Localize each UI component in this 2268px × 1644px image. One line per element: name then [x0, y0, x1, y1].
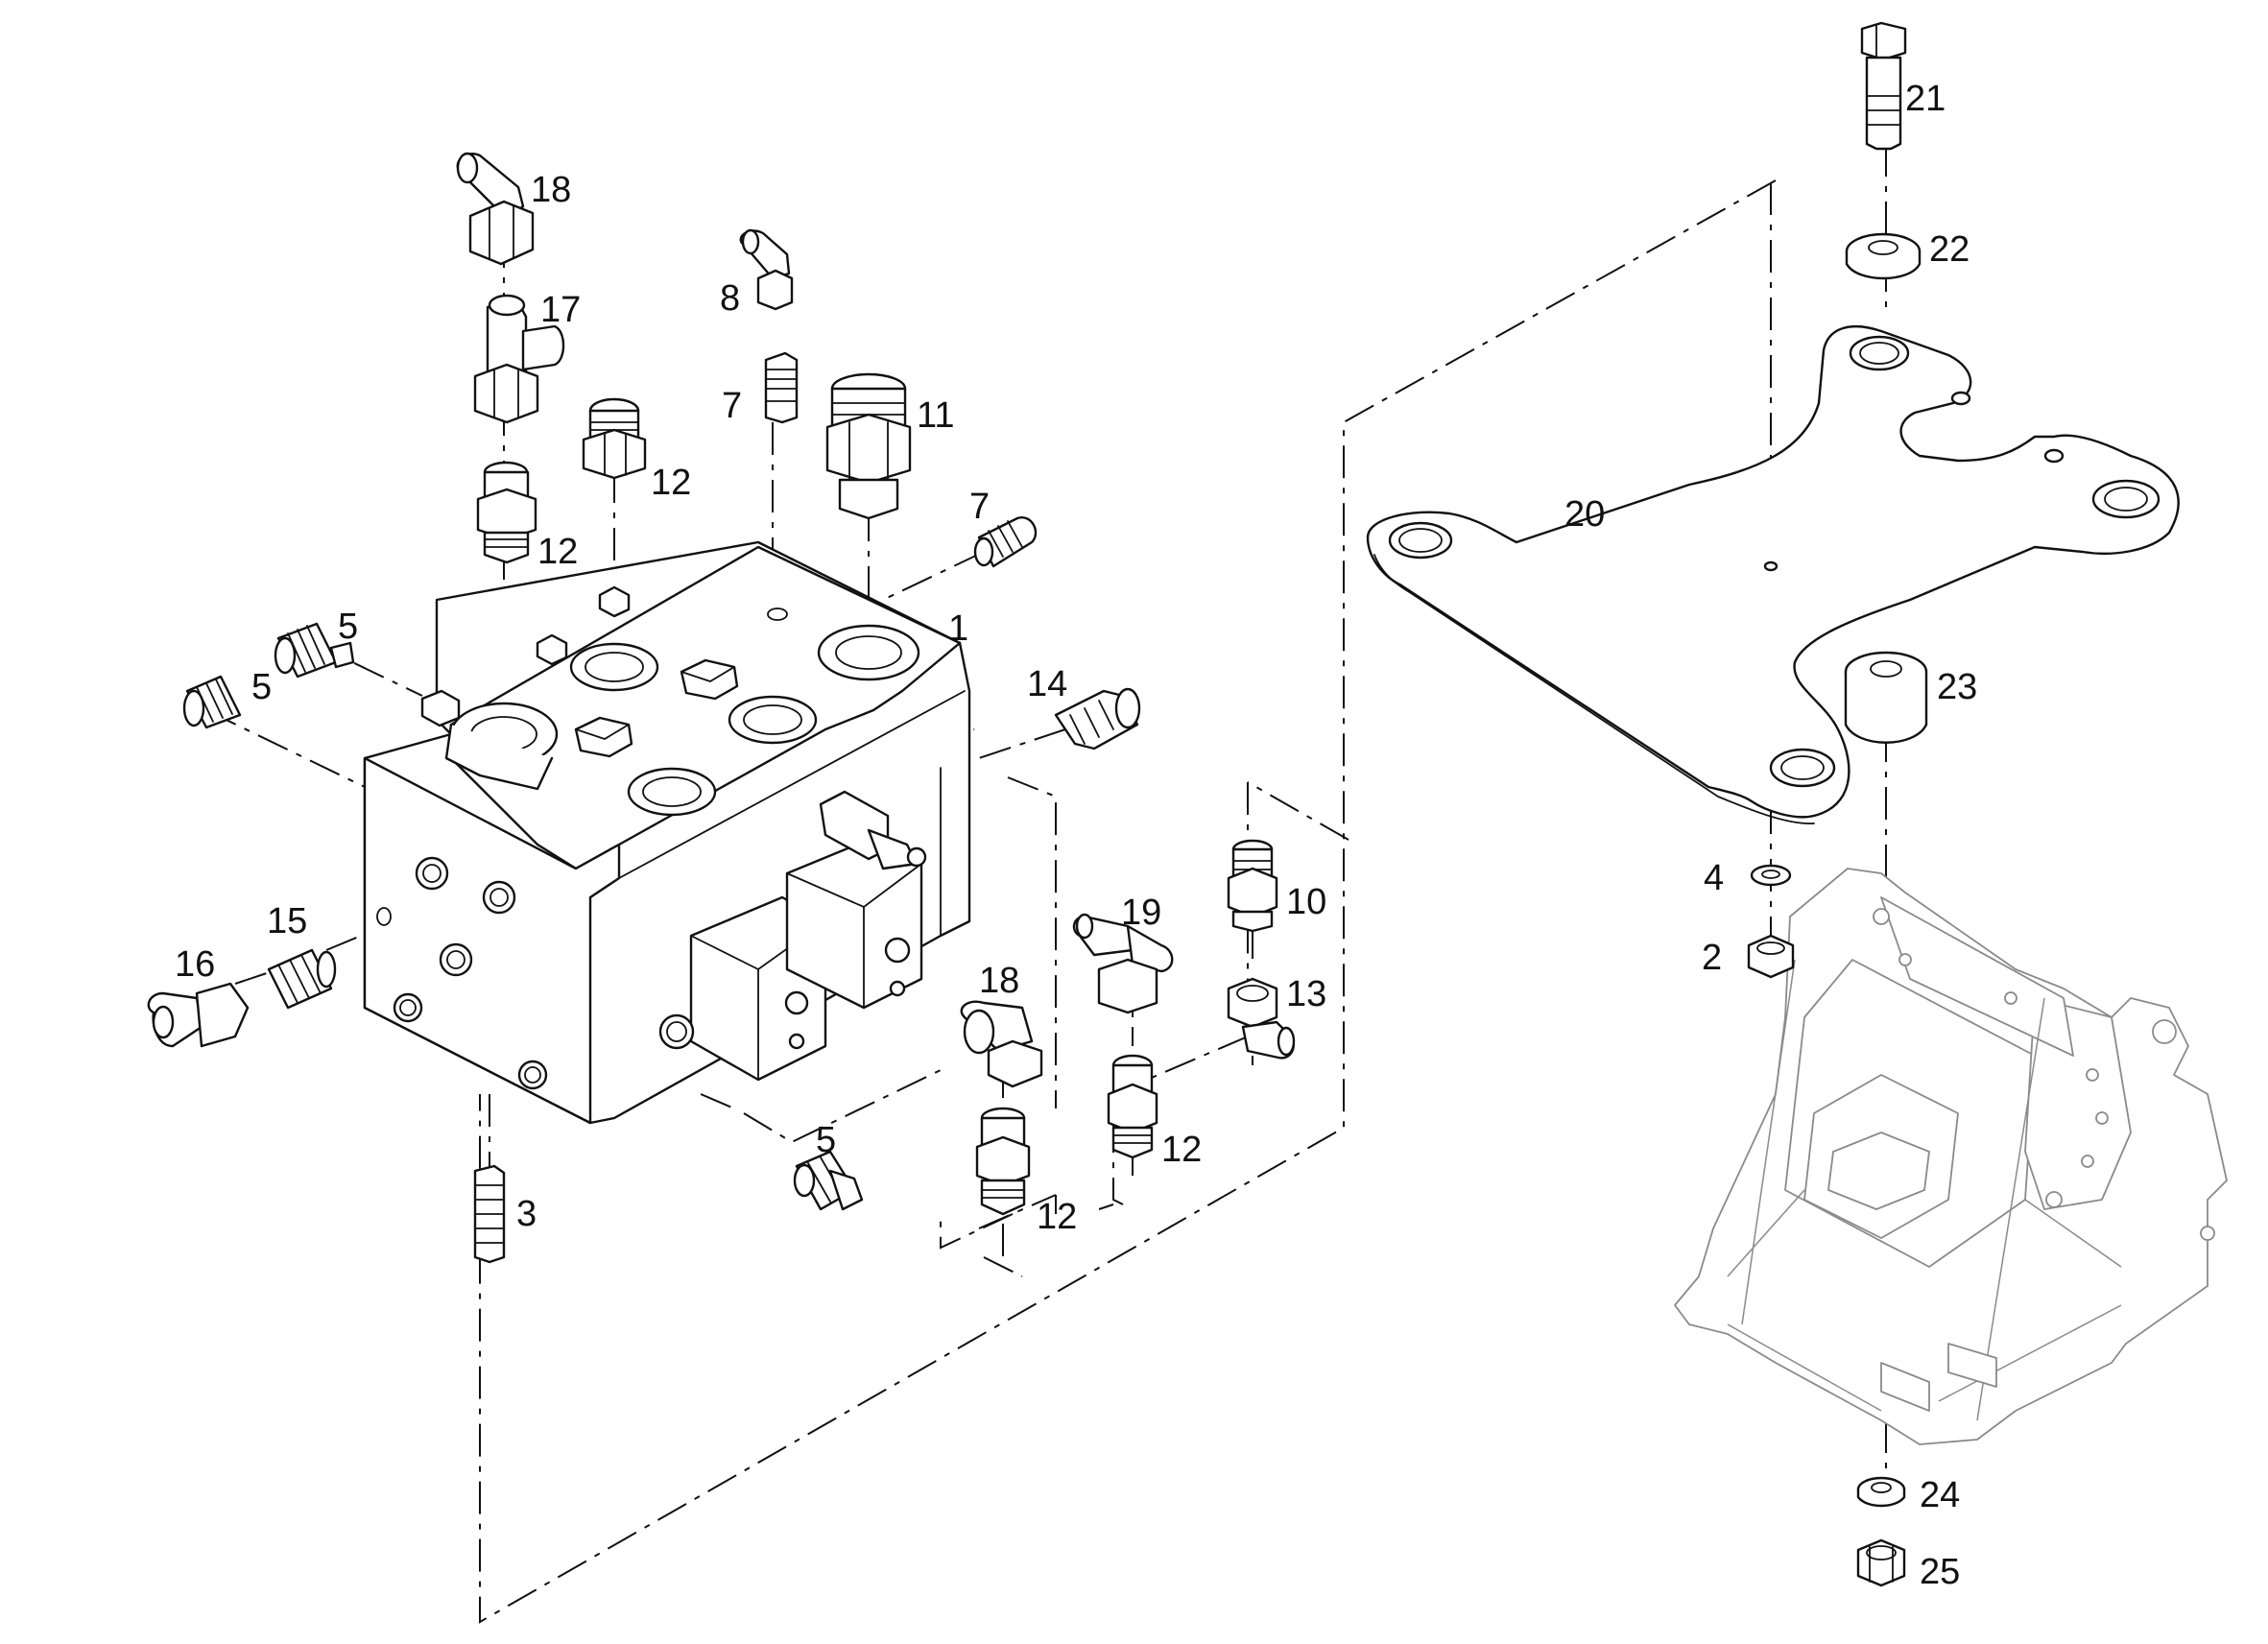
callout-18-top: 18 — [531, 170, 571, 210]
callout-12-lower-right: 12 — [1161, 1130, 1202, 1170]
callout-labels: 1 2 3 4 5 5 5 7 7 8 10 11 12 12 12 12 13… — [175, 79, 1977, 1592]
callout-20: 20 — [1564, 494, 1605, 535]
callout-15: 15 — [267, 901, 307, 941]
callout-17: 17 — [540, 290, 581, 330]
callout-21: 21 — [1905, 79, 1946, 119]
callout-12-upper-left: 12 — [537, 532, 578, 572]
fitting-12-lower-right — [1107, 1054, 1158, 1159]
fitting-18-elbow-top — [456, 152, 535, 266]
callout-16: 16 — [175, 944, 215, 985]
fitting-19-tee — [1072, 913, 1174, 1014]
mounting-plate — [1366, 324, 2180, 824]
fitting-13-elbow-nut — [1227, 977, 1296, 1060]
callout-5-bottom: 5 — [816, 1120, 836, 1160]
fitting-3-stud — [473, 1164, 506, 1264]
callout-10: 10 — [1286, 882, 1326, 922]
callout-5-left-lower: 5 — [251, 667, 272, 707]
callout-18-lower: 18 — [979, 961, 1019, 1001]
fitting-5-bottom — [793, 1150, 864, 1211]
fitting-18-elbow-lower — [960, 1000, 1043, 1088]
callout-5-left-upper: 5 — [338, 607, 358, 647]
bolt-21 — [1860, 21, 1907, 151]
bushing-23 — [1844, 651, 1928, 744]
callout-7-top: 7 — [722, 386, 742, 426]
callout-8: 8 — [720, 278, 740, 319]
callout-14: 14 — [1027, 664, 1067, 704]
callout-12-lower-left: 12 — [1037, 1197, 1077, 1237]
washer-24 — [1856, 1476, 1906, 1508]
fitting-10 — [1227, 839, 1278, 933]
fitting-7-side — [973, 516, 1038, 568]
callout-22: 22 — [1929, 229, 1970, 270]
callout-3: 3 — [516, 1194, 537, 1234]
callout-12-upper-middle: 12 — [651, 463, 691, 503]
fitting-5-left-upper — [274, 622, 355, 679]
fitting-17-tee — [473, 294, 565, 424]
callout-1: 1 — [948, 608, 968, 649]
nut-25 — [1856, 1538, 1906, 1587]
fitting-7-top — [764, 351, 799, 424]
callout-24: 24 — [1920, 1475, 1960, 1515]
callout-25: 25 — [1920, 1552, 1960, 1592]
callout-19: 19 — [1121, 893, 1161, 933]
callout-7-side: 7 — [969, 487, 990, 527]
callout-11: 11 — [917, 395, 954, 436]
fitting-12-top-left — [476, 461, 537, 564]
callout-4: 4 — [1704, 858, 1724, 898]
callout-2: 2 — [1702, 938, 1722, 978]
fitting-16-elbow — [147, 982, 250, 1048]
fitting-5-left-lower — [182, 675, 242, 729]
fitting-14 — [1054, 687, 1141, 751]
fitting-12-lower-left — [975, 1107, 1031, 1216]
fitting-12-top-middle — [582, 397, 647, 480]
nut-2 — [1747, 934, 1795, 979]
callout-23: 23 — [1937, 667, 1977, 707]
mast-frame — [1674, 868, 2228, 1445]
callout-13: 13 — [1286, 974, 1326, 1014]
fitting-15 — [267, 948, 337, 1010]
fitting-8-elbow — [739, 228, 794, 311]
control-valve-block — [363, 540, 971, 1125]
fitting-11-large — [825, 372, 912, 520]
washer-22 — [1845, 232, 1922, 280]
washer-4 — [1750, 864, 1792, 887]
